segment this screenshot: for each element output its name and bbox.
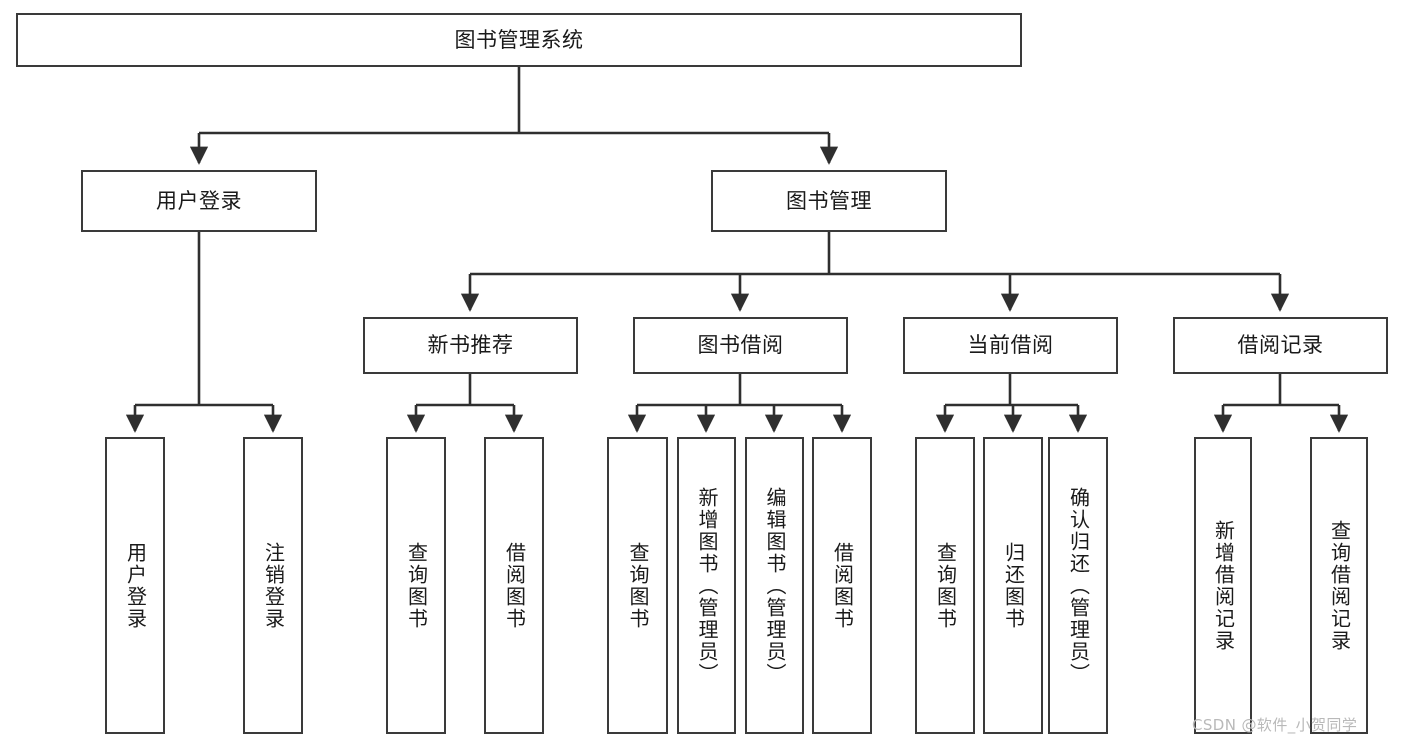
node-label: 图书借阅 — [697, 333, 784, 358]
node-user-login[interactable]: 用户登录 — [81, 170, 317, 232]
leaf-query-borrow-record[interactable]: 查询借阅记录 — [1310, 437, 1368, 734]
node-label: 新书推荐 — [427, 333, 514, 358]
node-label: 查询图书 — [404, 541, 429, 630]
leaf-add-borrow-record[interactable]: 新增借阅记录 — [1194, 437, 1252, 734]
node-current-borrow[interactable]: 当前借阅 — [903, 317, 1118, 374]
node-label: 新增借阅记录 — [1211, 519, 1236, 652]
node-label: 借阅图书 — [830, 541, 855, 630]
node-label: 新增图书（管理员） — [695, 486, 719, 685]
leaf-return-book[interactable]: 归还图书 — [983, 437, 1043, 734]
leaf-borrow-book[interactable]: 借阅图书 — [812, 437, 872, 734]
node-label: 图书管理 — [786, 188, 872, 213]
leaf-borrow-book-recommend[interactable]: 借阅图书 — [484, 437, 544, 734]
node-label: 注销登录 — [261, 541, 286, 630]
leaf-logout[interactable]: 注销登录 — [243, 437, 303, 734]
node-label: 借阅图书 — [502, 541, 527, 630]
node-label: 查询图书 — [933, 541, 958, 630]
node-label: 查询图书 — [626, 541, 650, 630]
node-label: 借阅记录 — [1237, 333, 1324, 358]
node-book-borrow[interactable]: 图书借阅 — [633, 317, 848, 374]
node-label: 确认归还（管理员） — [1066, 486, 1091, 685]
leaf-user-login[interactable]: 用户登录 — [105, 437, 165, 734]
node-label: 当前借阅 — [967, 333, 1054, 358]
node-new-book-recommend[interactable]: 新书推荐 — [363, 317, 578, 374]
node-label: 图书管理系统 — [454, 27, 584, 52]
node-label: 用户登录 — [156, 188, 242, 213]
node-root-system[interactable]: 图书管理系统 — [16, 13, 1022, 67]
leaf-query-book-current[interactable]: 查询图书 — [915, 437, 975, 734]
leaf-add-book-admin[interactable]: 新增图书（管理员） — [677, 437, 736, 734]
node-label: 归还图书 — [1001, 541, 1026, 630]
node-label: 用户登录 — [123, 541, 148, 630]
node-label: 查询借阅记录 — [1327, 519, 1352, 652]
leaf-query-book-borrow[interactable]: 查询图书 — [607, 437, 668, 734]
node-borrow-record[interactable]: 借阅记录 — [1173, 317, 1388, 374]
leaf-query-book-recommend[interactable]: 查询图书 — [386, 437, 446, 734]
node-label: 编辑图书（管理员） — [763, 486, 787, 685]
node-book-management[interactable]: 图书管理 — [711, 170, 947, 232]
leaf-confirm-return-admin[interactable]: 确认归还（管理员） — [1048, 437, 1108, 734]
csdn-watermark: CSDN @软件_小贺同学 — [1192, 716, 1358, 734]
leaf-edit-book-admin[interactable]: 编辑图书（管理员） — [745, 437, 804, 734]
